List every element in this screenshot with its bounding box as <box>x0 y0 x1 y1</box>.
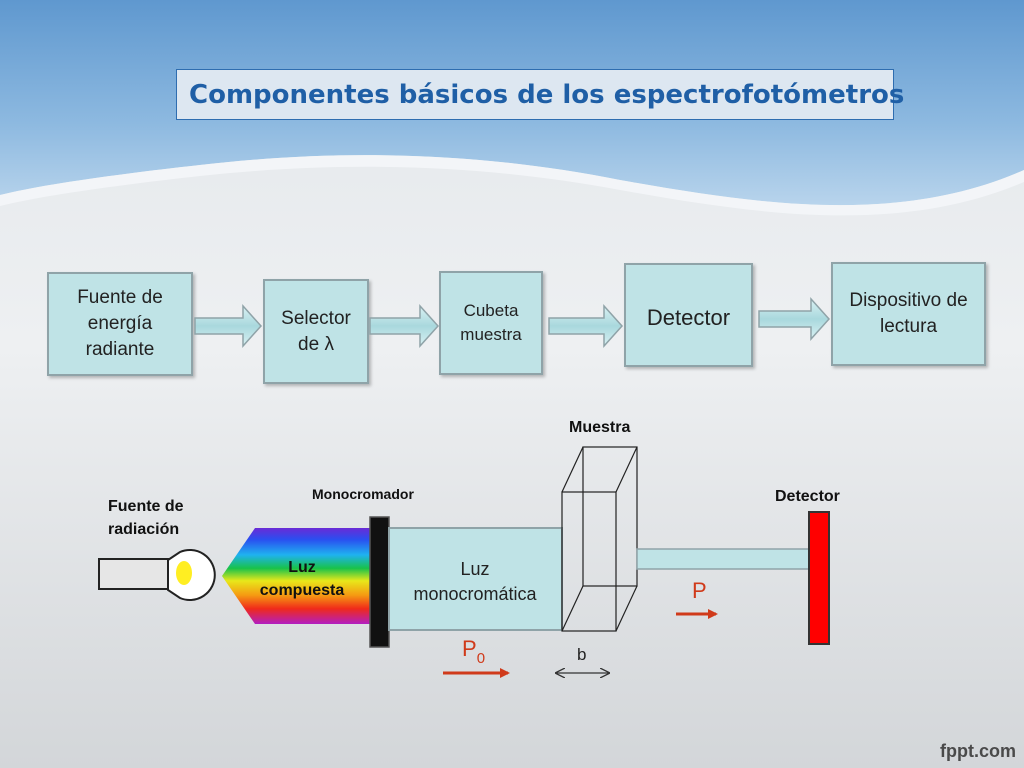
block-selector: Selector de λ <box>263 279 369 384</box>
footer-brand: fppt.com <box>940 741 1016 761</box>
transmitted-beam <box>636 548 810 570</box>
block-source: Fuente de energía radiante <box>47 272 193 376</box>
sample-cuvette <box>561 446 638 632</box>
mono-light-line2: monocromática <box>413 584 537 604</box>
p0-main: P <box>462 636 477 661</box>
monochromator-label: Monocromador <box>312 486 414 502</box>
compound-light <box>222 528 370 624</box>
block-source-label: Fuente de energía radiante <box>77 287 163 360</box>
block-arrow-3 <box>548 304 624 348</box>
block-arrow-4 <box>758 297 831 341</box>
compound-light-line1: Luz <box>288 559 316 576</box>
page-title: Componentes básicos de los espectrofotóm… <box>189 79 905 110</box>
block-readout: Dispositivo de lectura <box>831 262 986 366</box>
block-cuvette: Cubeta muestra <box>439 271 543 375</box>
block-detector-label: Detector <box>646 305 731 330</box>
lamp-icon <box>98 549 216 601</box>
monochromator-slit <box>369 516 390 648</box>
block-detector: Detector <box>624 263 753 367</box>
sample-label: Muestra <box>569 419 630 436</box>
monochromatic-beam <box>388 527 563 631</box>
mono-light-line1: Luz <box>460 559 489 579</box>
block-selector-label: Selector de λ <box>281 307 351 355</box>
block-readout-label: Dispositivo de lectura <box>849 290 968 337</box>
block-cuvette-label: Cubeta muestra <box>460 301 522 344</box>
p-label: P <box>692 578 707 603</box>
block-arrow-1 <box>194 304 263 348</box>
title-box: Componentes básicos de los espectrofotóm… <box>176 69 904 120</box>
p0-label: P0 <box>462 636 485 667</box>
block-arrow-2 <box>369 304 440 348</box>
detector-label: Detector <box>775 488 840 505</box>
compound-light-line2: compuesta <box>260 582 345 599</box>
detector-plate <box>808 511 830 645</box>
b-label: b <box>577 645 586 664</box>
p0-subscript: 0 <box>477 650 485 667</box>
source-label-line2: radiación <box>108 521 179 538</box>
source-label-line1: Fuente de <box>108 498 184 515</box>
